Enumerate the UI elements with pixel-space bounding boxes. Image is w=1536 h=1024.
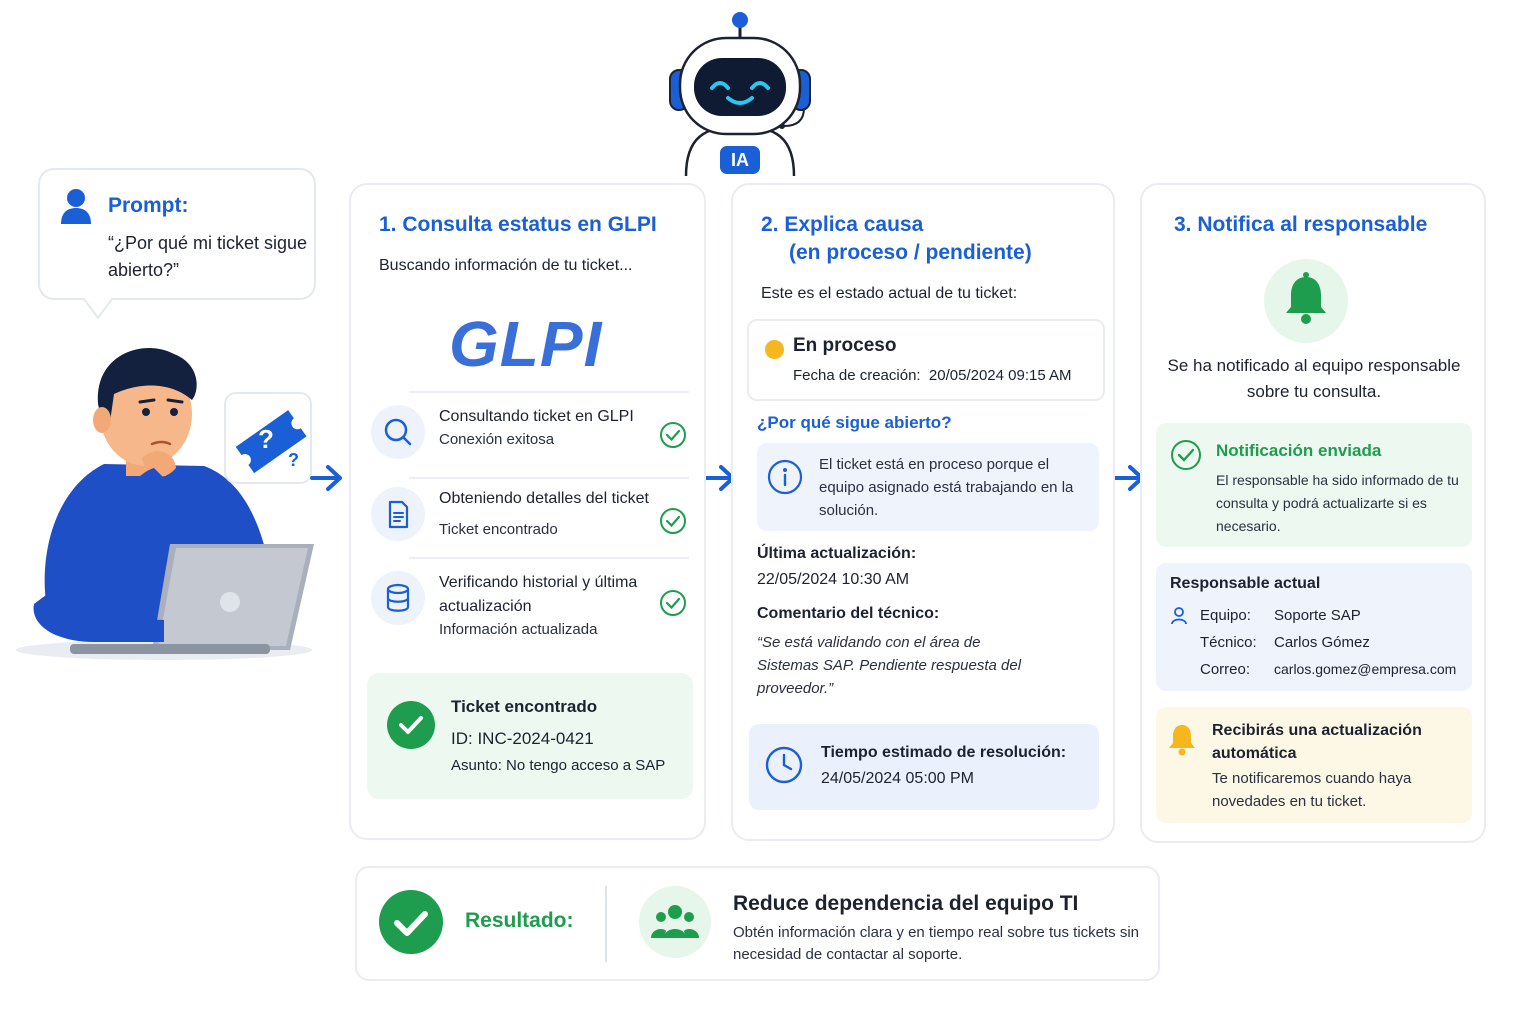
resp-tech-value: Carlos Gómez: [1274, 634, 1370, 651]
result-separator: [605, 886, 607, 962]
auto-update-box: Recibirás una actualización automática T…: [1156, 707, 1472, 823]
ticket-found-id: ID: INC-2024-0421: [451, 729, 594, 748]
person-icon: [16, 348, 314, 660]
step-row-sub: Información actualizada: [439, 621, 598, 638]
user-icon: [1171, 607, 1187, 625]
result-panel: Resultado: Reduce dependencia del equipo…: [355, 866, 1160, 981]
step-icon-bg: [371, 571, 425, 625]
step-2-subtitle: Este es el estado actual de tu ticket:: [761, 285, 1018, 302]
created-date: Fecha de creación: 20/05/2024 09:15 AM: [793, 367, 1072, 384]
auto-title: Recibirás una actualización automática: [1212, 722, 1422, 762]
ia-badge: IA: [720, 146, 760, 174]
ticket-found-box: Ticket encontrado ID: INC-2024-0421 Asun…: [367, 673, 693, 799]
step-row-title: Verificando historial y última actualiza…: [439, 574, 638, 615]
step-row-sub: Ticket encontrado: [439, 521, 558, 538]
check-circle-icon: [660, 422, 686, 448]
step-row-query: Consultando ticket en GLPI Conexión exit…: [371, 405, 691, 465]
ticket-question-mark-small: ?: [288, 450, 299, 470]
ai-robot-illustration: IA: [664, 8, 816, 177]
robot-icon: [669, 12, 811, 177]
resp-mail-value[interactable]: carlos.gomez@empresa.com: [1274, 661, 1457, 677]
result-label: Resultado:: [465, 909, 574, 932]
divider: [409, 557, 689, 559]
last-update-value: 22/05/2024 10:30 AM: [757, 571, 910, 588]
step-icon-bg: [371, 487, 425, 541]
status-label: En proceso: [793, 335, 897, 356]
bell-circle: [1264, 259, 1348, 343]
step-3-panel: 3. Notifica al responsable Se ha notific…: [1140, 183, 1486, 843]
ticket-found-subject: Asunto: No tengo acceso a SAP: [451, 757, 666, 774]
step-icon-bg: [371, 405, 425, 459]
divider: [409, 477, 689, 479]
check-circle-icon: [660, 590, 686, 616]
comment-label: Comentario del técnico:: [757, 605, 940, 622]
team-circle: [639, 886, 711, 958]
check-circle-icon: [1171, 440, 1201, 470]
check-circle-filled-icon: [387, 701, 435, 749]
clock-icon: [765, 746, 803, 784]
arrow-right-icon: [310, 465, 342, 491]
resp-team-value: Soporte SAP: [1274, 607, 1361, 624]
step-1-panel: 1. Consulta estatus en GLPI Buscando inf…: [349, 183, 706, 840]
result-desc: Obtén información clara y en tiempo real…: [733, 924, 1140, 963]
ticket-found-title: Ticket encontrado: [451, 697, 598, 716]
prompt-text: “¿Por qué mi ticket sigue abierto?”: [108, 233, 308, 280]
result-check-icon: [379, 890, 443, 954]
step-row-details: Obteniendo detalles del ticket Ticket en…: [371, 487, 691, 547]
status-box: En proceso Fecha de creación: 20/05/2024…: [747, 319, 1105, 401]
resp-mail-label: Correo:: [1200, 661, 1251, 678]
resp-title: Responsable actual: [1170, 575, 1321, 592]
check-icon: [394, 911, 428, 936]
check-circle-icon: [660, 508, 686, 534]
eta-box: Tiempo estimado de resolución: 24/05/202…: [749, 724, 1099, 810]
user-icon: [61, 189, 91, 224]
resp-tech-label: Técnico:: [1200, 634, 1257, 651]
person-with-laptop-illustration: [14, 334, 324, 664]
notif-title: Notificación enviada: [1216, 441, 1382, 460]
bell-icon: [1169, 725, 1195, 756]
why-title: ¿Por qué sigue abierto?: [757, 413, 952, 432]
responsible-box: Responsable actual Equipo: Soporte SAP T…: [1156, 563, 1472, 691]
team-icon: [651, 905, 699, 938]
eta-label: Tiempo estimado de resolución:: [821, 744, 1067, 761]
status-dot-icon: [765, 340, 784, 359]
ticket-question-card: ? ?: [224, 392, 312, 484]
ticket-question-mark: ?: [258, 424, 274, 454]
why-box: El ticket está en proceso porque el equi…: [757, 443, 1099, 531]
eta-value: 24/05/2024 05:00 PM: [821, 770, 975, 787]
step-row-history: Verificando historial y última actualiza…: [371, 571, 691, 651]
step-2-title-line2: (en proceso / pendiente): [789, 241, 1032, 264]
prompt-label: Prompt:: [108, 194, 189, 217]
document-icon: [388, 500, 409, 529]
result-title: Reduce dependencia del equipo TI: [733, 892, 1079, 915]
prompt-bubble: Prompt: “¿Por qué mi ticket sigue abiert…: [38, 168, 316, 320]
comment-text: “Se está validando con el área de Sistem…: [757, 634, 1022, 697]
step-1-title: 1. Consulta estatus en GLPI: [379, 213, 657, 236]
step-row-title: Obteniendo detalles del ticket: [439, 490, 649, 507]
ticket-icon: [235, 410, 307, 474]
created-value: 20/05/2024 09:15 AM: [928, 367, 1072, 384]
step-3-title: 3. Notifica al responsable: [1174, 213, 1428, 236]
divider: [409, 391, 689, 393]
step-2-panel: 2. Explica causa (en proceso / pendiente…: [731, 183, 1115, 841]
search-icon: [384, 418, 412, 446]
why-text: El ticket está en proceso porque el equi…: [819, 456, 1074, 519]
last-update-label: Última actualización:: [757, 545, 917, 562]
step-row-sub: Conexión exitosa: [439, 431, 555, 448]
notif-text: El responsable ha sido informado de tu c…: [1216, 472, 1459, 534]
bell-icon: [1286, 272, 1326, 324]
step-1-subtitle: Buscando información de tu ticket...: [379, 257, 633, 274]
info-icon: [767, 459, 803, 495]
auto-text: Te notificaremos cuando haya novedades e…: [1212, 770, 1412, 810]
step-2-title: 2. Explica causa: [761, 213, 924, 236]
database-icon: [386, 583, 410, 612]
glpi-logo: GLPI: [449, 308, 603, 380]
notified-text: Se ha notificado al equipo responsable s…: [1167, 356, 1461, 401]
bubble-tail: [83, 280, 113, 320]
step-row-title: Consultando ticket en GLPI: [439, 408, 634, 425]
notification-sent-box: Notificación enviada El responsable ha s…: [1156, 423, 1472, 547]
created-label: Fecha de creación:: [793, 367, 921, 384]
resp-team-label: Equipo:: [1200, 607, 1251, 624]
